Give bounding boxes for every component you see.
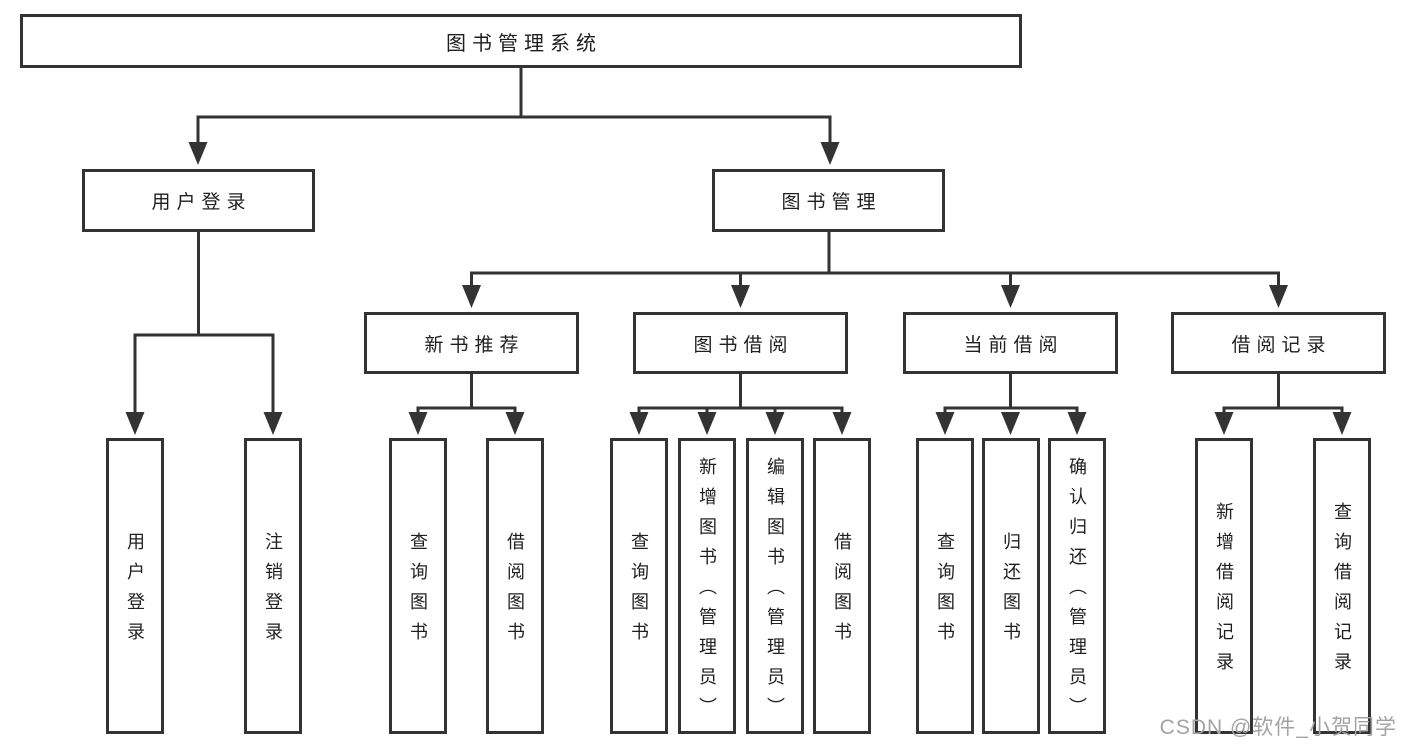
leaf-query-books-current-label: 查询图书 xyxy=(935,532,955,652)
node-new-book-recommend-label: 新书推荐 xyxy=(424,334,525,356)
leaf-user-login: 用户登录 xyxy=(106,438,164,734)
node-book-borrow-label: 图书借阅 xyxy=(693,334,794,356)
connector-book-management xyxy=(462,230,1288,308)
node-borrow-records-label: 借阅记录 xyxy=(1231,334,1332,356)
connector-book-borrow xyxy=(629,374,852,435)
node-user-login-label: 用户登录 xyxy=(151,192,252,213)
leaf-query-books-current: 查询图书 xyxy=(916,438,974,734)
leaf-query-borrow-record-label: 查询借阅记录 xyxy=(1332,502,1352,682)
node-user-login: 用户登录 xyxy=(82,169,315,232)
leaf-edit-book-admin-label: 编辑图书（管理员） xyxy=(765,457,785,727)
leaf-query-borrow-record: 查询借阅记录 xyxy=(1313,438,1371,734)
node-book-borrow: 图书借阅 xyxy=(633,312,848,374)
leaf-borrow-books-recommend: 借阅图书 xyxy=(486,438,544,734)
leaf-user-login-label: 用户登录 xyxy=(125,532,145,652)
leaf-query-books-recommend: 查询图书 xyxy=(389,438,447,734)
leaf-return-book-label: 归还图书 xyxy=(1001,532,1021,652)
leaf-confirm-return-admin-label: 确认归还（管理员） xyxy=(1067,457,1087,727)
leaf-confirm-return-admin: 确认归还（管理员） xyxy=(1048,438,1106,734)
leaf-logout: 注销登录 xyxy=(244,438,302,734)
connector-borrow-records xyxy=(1214,374,1352,435)
node-book-management-label: 图书管理 xyxy=(781,192,882,213)
leaf-add-borrow-record-label: 新增借阅记录 xyxy=(1214,502,1234,682)
node-borrow-records: 借阅记录 xyxy=(1171,312,1386,374)
watermark: CSDN @软件_小贺同学 xyxy=(1159,716,1397,739)
node-root-label: 图书管理系统 xyxy=(446,32,602,55)
leaf-add-book-admin: 新增图书（管理员） xyxy=(678,438,736,734)
leaf-edit-book-admin: 编辑图书（管理员） xyxy=(746,438,804,734)
connector-user-login xyxy=(125,230,283,435)
connector-new-book-recommend xyxy=(408,374,525,435)
node-book-management: 图书管理 xyxy=(712,169,945,232)
leaf-add-book-admin-label: 新增图书（管理员） xyxy=(697,457,717,727)
connector-root xyxy=(188,66,840,165)
leaf-query-books-borrow: 查询图书 xyxy=(610,438,668,734)
connector-current-borrow xyxy=(935,374,1087,435)
leaf-logout-label: 注销登录 xyxy=(263,532,283,652)
leaf-query-books-recommend-label: 查询图书 xyxy=(408,532,428,652)
node-current-borrow-label: 当前借阅 xyxy=(963,334,1064,356)
leaf-borrow-books: 借阅图书 xyxy=(813,438,871,734)
node-new-book-recommend: 新书推荐 xyxy=(364,312,579,374)
leaf-borrow-books-recommend-label: 借阅图书 xyxy=(505,532,525,652)
node-root: 图书管理系统 xyxy=(20,14,1022,68)
node-current-borrow: 当前借阅 xyxy=(903,312,1118,374)
leaf-add-borrow-record: 新增借阅记录 xyxy=(1195,438,1253,734)
leaf-borrow-books-label: 借阅图书 xyxy=(832,532,852,652)
leaf-query-books-borrow-label: 查询图书 xyxy=(629,532,649,652)
leaf-return-book: 归还图书 xyxy=(982,438,1040,734)
